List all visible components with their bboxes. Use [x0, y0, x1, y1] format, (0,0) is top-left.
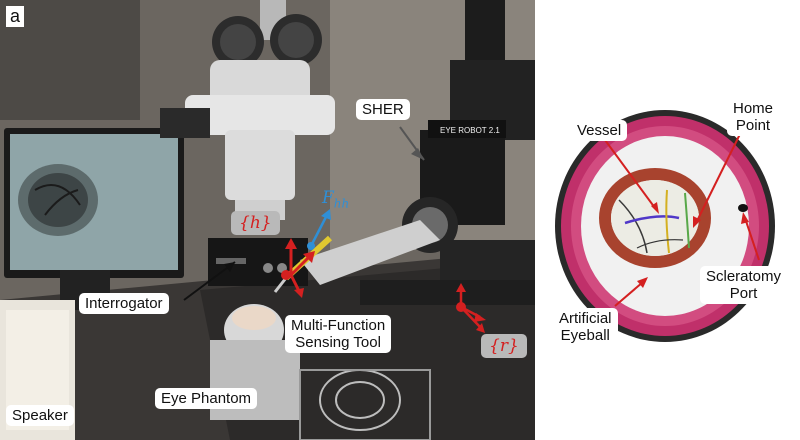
frame-r-tag: {r}: [481, 334, 527, 358]
monitor: [4, 128, 184, 310]
panel-a-photo: EYE ROBOT 2.1: [0, 0, 535, 440]
label-interrogator: Interrogator: [79, 293, 169, 314]
label-home-line1: Home: [733, 100, 774, 117]
label-sclero-line1: Scleratomy: [706, 268, 782, 285]
label-eye-phantom: Eye Phantom: [155, 388, 258, 409]
panel-b-photo: Vessel Home Point Scleratomy Port Artifi…: [547, 58, 800, 358]
frame-h-tag: {h}: [231, 211, 280, 235]
label-art-line2: Eyeball: [560, 327, 610, 344]
label-sher: SHER: [356, 99, 410, 120]
panel-a-letter: a: [6, 6, 25, 27]
sher-robot: [300, 0, 535, 305]
interrogator-arrow: [183, 261, 236, 301]
label-vessel: Vessel: [571, 120, 628, 141]
force-arrow: [309, 214, 329, 247]
force-symbol: F: [322, 188, 334, 208]
label-artificial-eyeball: Artificial Eyeball: [553, 308, 618, 346]
eyeball-drawing: [555, 110, 775, 342]
label-sclero-line2: Port: [729, 285, 758, 302]
label-home-line2: Point: [735, 117, 771, 134]
label-sclerotomy-port: Scleratomy Port: [700, 266, 788, 304]
force-label: Fhh: [322, 188, 349, 210]
robot-plate: EYE ROBOT 2.1: [440, 126, 500, 135]
label-speaker: Speaker: [6, 405, 74, 426]
label-art-line1: Artificial: [559, 310, 612, 327]
setup-photo-drawing: EYE ROBOT 2.1: [0, 0, 535, 440]
label-sensing-tool-line2: Sensing Tool: [295, 334, 381, 351]
sclerotomy-port: [738, 204, 748, 212]
label-sensing-tool: Multi-Function Sensing Tool: [285, 315, 392, 353]
force-subscript: hh: [333, 196, 350, 211]
label-sensing-tool-line1: Multi-Function: [291, 317, 386, 334]
label-home-point: Home Point: [727, 98, 780, 136]
